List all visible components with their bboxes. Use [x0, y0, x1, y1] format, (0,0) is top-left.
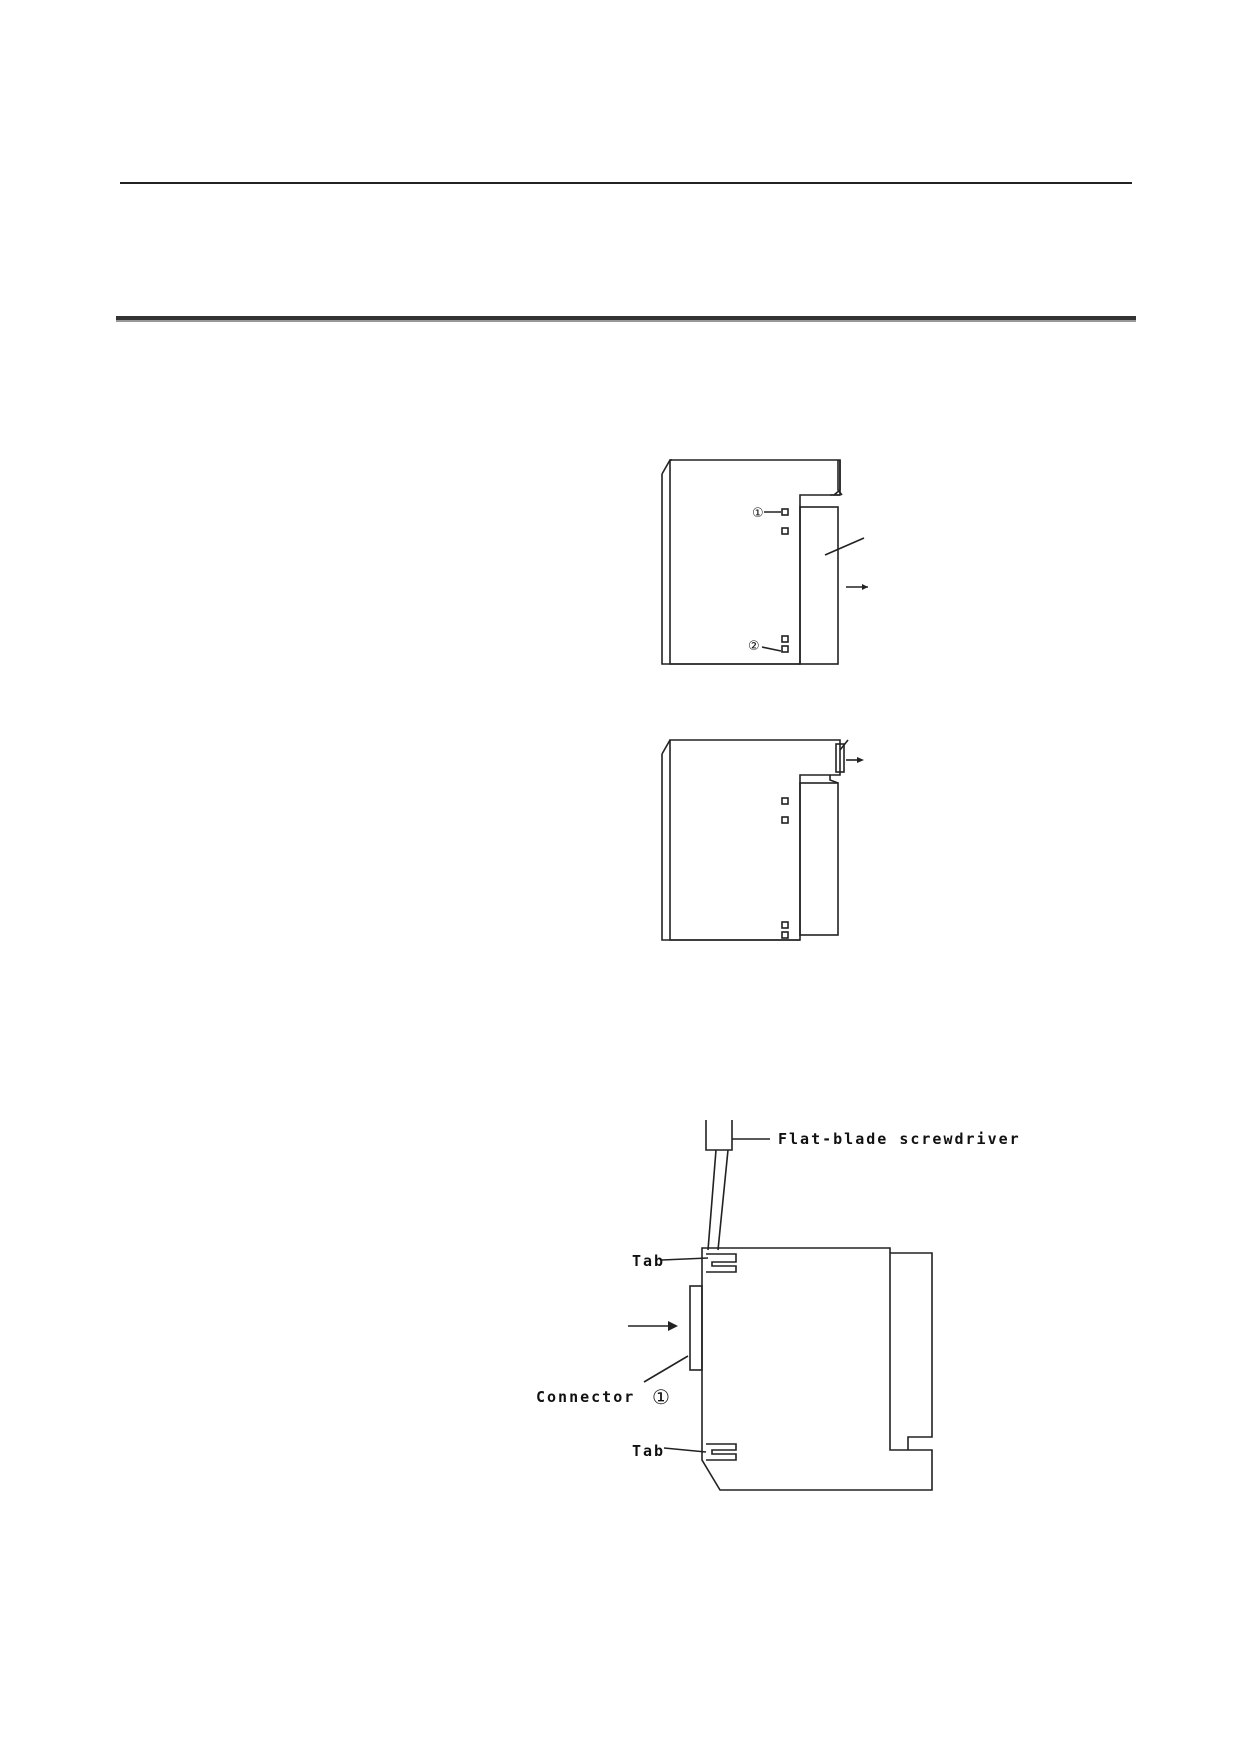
- header-rule-thin: [120, 182, 1132, 184]
- marker-1: ①: [752, 506, 764, 521]
- figure-latch-pull: [661, 739, 864, 941]
- screwdriver-blade: [707, 1149, 729, 1251]
- marker-2: ②: [748, 639, 760, 654]
- tab-top-label: Tab: [632, 1252, 665, 1270]
- screw-hole-1: [781, 797, 789, 805]
- screw-hole-3: [781, 635, 789, 643]
- header-rule-thick: [116, 316, 1136, 322]
- screw-hole-2: [781, 816, 789, 824]
- screw-hole-4: [781, 931, 789, 939]
- tab-bottom-label: Tab: [632, 1442, 665, 1460]
- screwdriver-label: Flat-blade screwdriver: [778, 1130, 1021, 1148]
- tab-bottom: [706, 1443, 737, 1461]
- screw-hole-2: [781, 527, 789, 535]
- arrow-right-icon: [857, 757, 864, 763]
- module-body: [701, 1247, 933, 1491]
- tab-top: [706, 1253, 737, 1273]
- arrow-right-icon: [862, 584, 868, 590]
- connector-marker: ①: [652, 1385, 670, 1409]
- screw-hole-1: [781, 508, 789, 516]
- figure-cover-removal: ① ②: [661, 459, 868, 665]
- arrow-right-icon: [668, 1321, 678, 1331]
- screwdriver-handle: [705, 1120, 733, 1151]
- connector-label: Connector: [536, 1388, 635, 1406]
- figure-tab-release: Flat-blade screwdriver Tab Tab Connector…: [536, 1120, 1019, 1491]
- screw-hole-3: [781, 921, 789, 929]
- connector: [689, 1285, 703, 1371]
- screw-hole-4: [781, 645, 789, 653]
